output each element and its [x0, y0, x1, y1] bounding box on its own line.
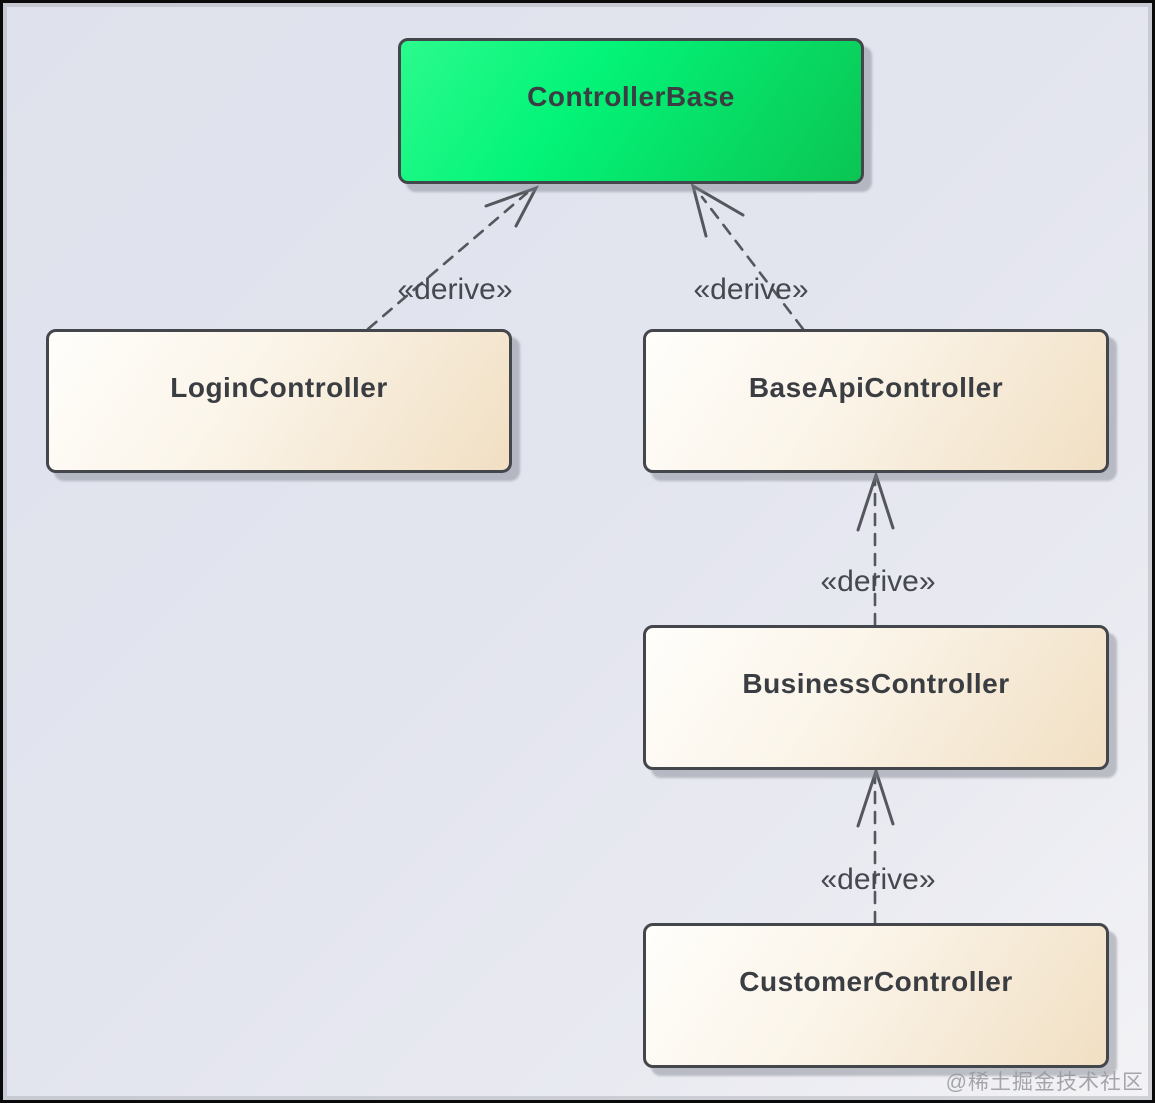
open-arrowhead-icon	[856, 766, 895, 828]
class-name-label: LoginController	[170, 372, 388, 403]
class-node-controllerbase: ControllerBase	[398, 38, 864, 184]
class-node-businesscontroller: BusinessController	[643, 625, 1109, 770]
stereotype-label-derive: «derive»	[397, 273, 513, 306]
open-arrowhead-icon	[690, 182, 745, 238]
open-arrowhead-icon	[856, 470, 895, 532]
class-name-label: ControllerBase	[527, 81, 735, 112]
class-node-logincontroller: LoginController	[46, 329, 512, 473]
class-name-label: BusinessController	[742, 668, 1010, 699]
watermark-text: @稀土掘金技术社区	[945, 1071, 1144, 1094]
derive-edge-login-to-controllerbase	[366, 191, 529, 331]
stereotype-label-derive: «derive»	[820, 863, 936, 896]
class-node-baseapicontroller: BaseApiController	[643, 329, 1109, 473]
class-name-label: CustomerController	[739, 966, 1013, 997]
stereotype-label-derive: «derive»	[820, 565, 936, 598]
class-node-customercontroller: CustomerController	[643, 923, 1109, 1068]
derive-edge-baseapi-to-controllerbase	[700, 195, 805, 331]
stereotype-label-derive: «derive»	[693, 273, 809, 306]
class-name-label: BaseApiController	[748, 372, 1004, 403]
open-arrowhead-icon	[484, 185, 540, 228]
